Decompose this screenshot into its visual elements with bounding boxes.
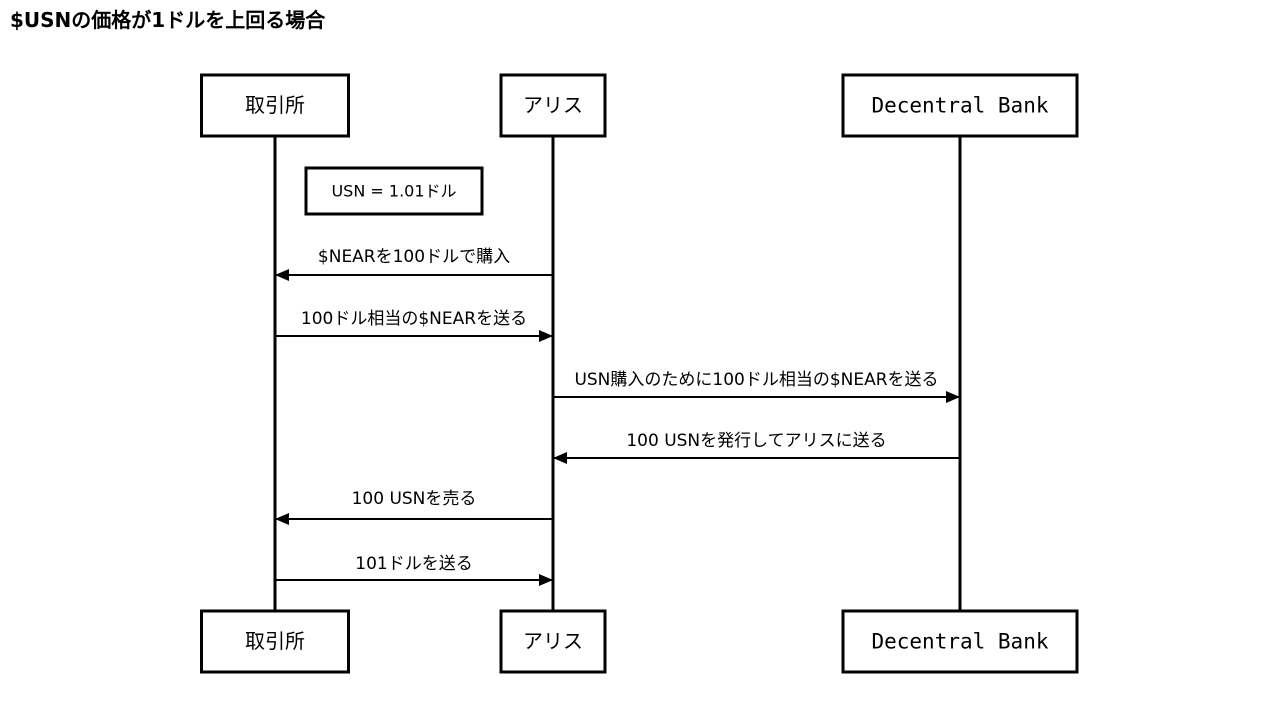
message-6: 101ドルを送る: [275, 554, 553, 586]
message-1: $NEARを100ドルで購入: [275, 247, 553, 281]
participant-label: Decentral Bank: [871, 94, 1048, 118]
participant-label: アリス: [523, 629, 583, 653]
participant-box-alice-top: アリス: [499, 73, 607, 138]
participant-box-bank-top: Decentral Bank: [841, 73, 1079, 138]
participant-box-frame: [841, 73, 1079, 138]
participant-label: Decentral Bank: [871, 630, 1048, 654]
message-label: 100 USNを発行してアリスに送る: [626, 431, 886, 451]
message-label: 101ドルを送る: [355, 554, 472, 574]
note-text: USN = 1.01ドル: [331, 182, 456, 201]
participant-box-bank-bottom: Decentral Bank: [841, 609, 1079, 674]
message-label: $NEARを100ドルで購入: [318, 247, 510, 267]
participant-box-exchange-top: 取引所: [200, 73, 350, 138]
message-3: USN購入のために100ドル相当の$NEARを送る: [553, 370, 960, 403]
note-frame: [304, 166, 484, 216]
message-label: USN購入のために100ドル相当の$NEARを送る: [574, 370, 938, 390]
participant-box-exchange-bottom: 取引所: [200, 609, 350, 674]
message-4: 100 USNを発行してアリスに送る: [553, 431, 960, 464]
participant-box-frame: [200, 609, 350, 674]
participant-box-frame: [841, 609, 1079, 674]
note-box: USN = 1.01ドル: [304, 166, 484, 216]
participant-label: 取引所: [245, 629, 305, 653]
message-label: 100 USNを売る: [352, 489, 477, 509]
message-5: 100 USNを売る: [275, 489, 553, 525]
message-2: 100ドル相当の$NEARを送る: [275, 309, 553, 342]
participant-box-frame: [499, 73, 607, 138]
message-label: 100ドル相当の$NEARを送る: [301, 309, 527, 329]
participant-label: アリス: [523, 93, 583, 117]
participant-box-alice-bottom: アリス: [499, 609, 607, 674]
participant-box-frame: [200, 73, 350, 138]
participant-label: 取引所: [245, 93, 305, 117]
participant-box-frame: [499, 609, 607, 674]
page-title: $USNの価格が1ドルを上回る場合: [10, 8, 326, 32]
